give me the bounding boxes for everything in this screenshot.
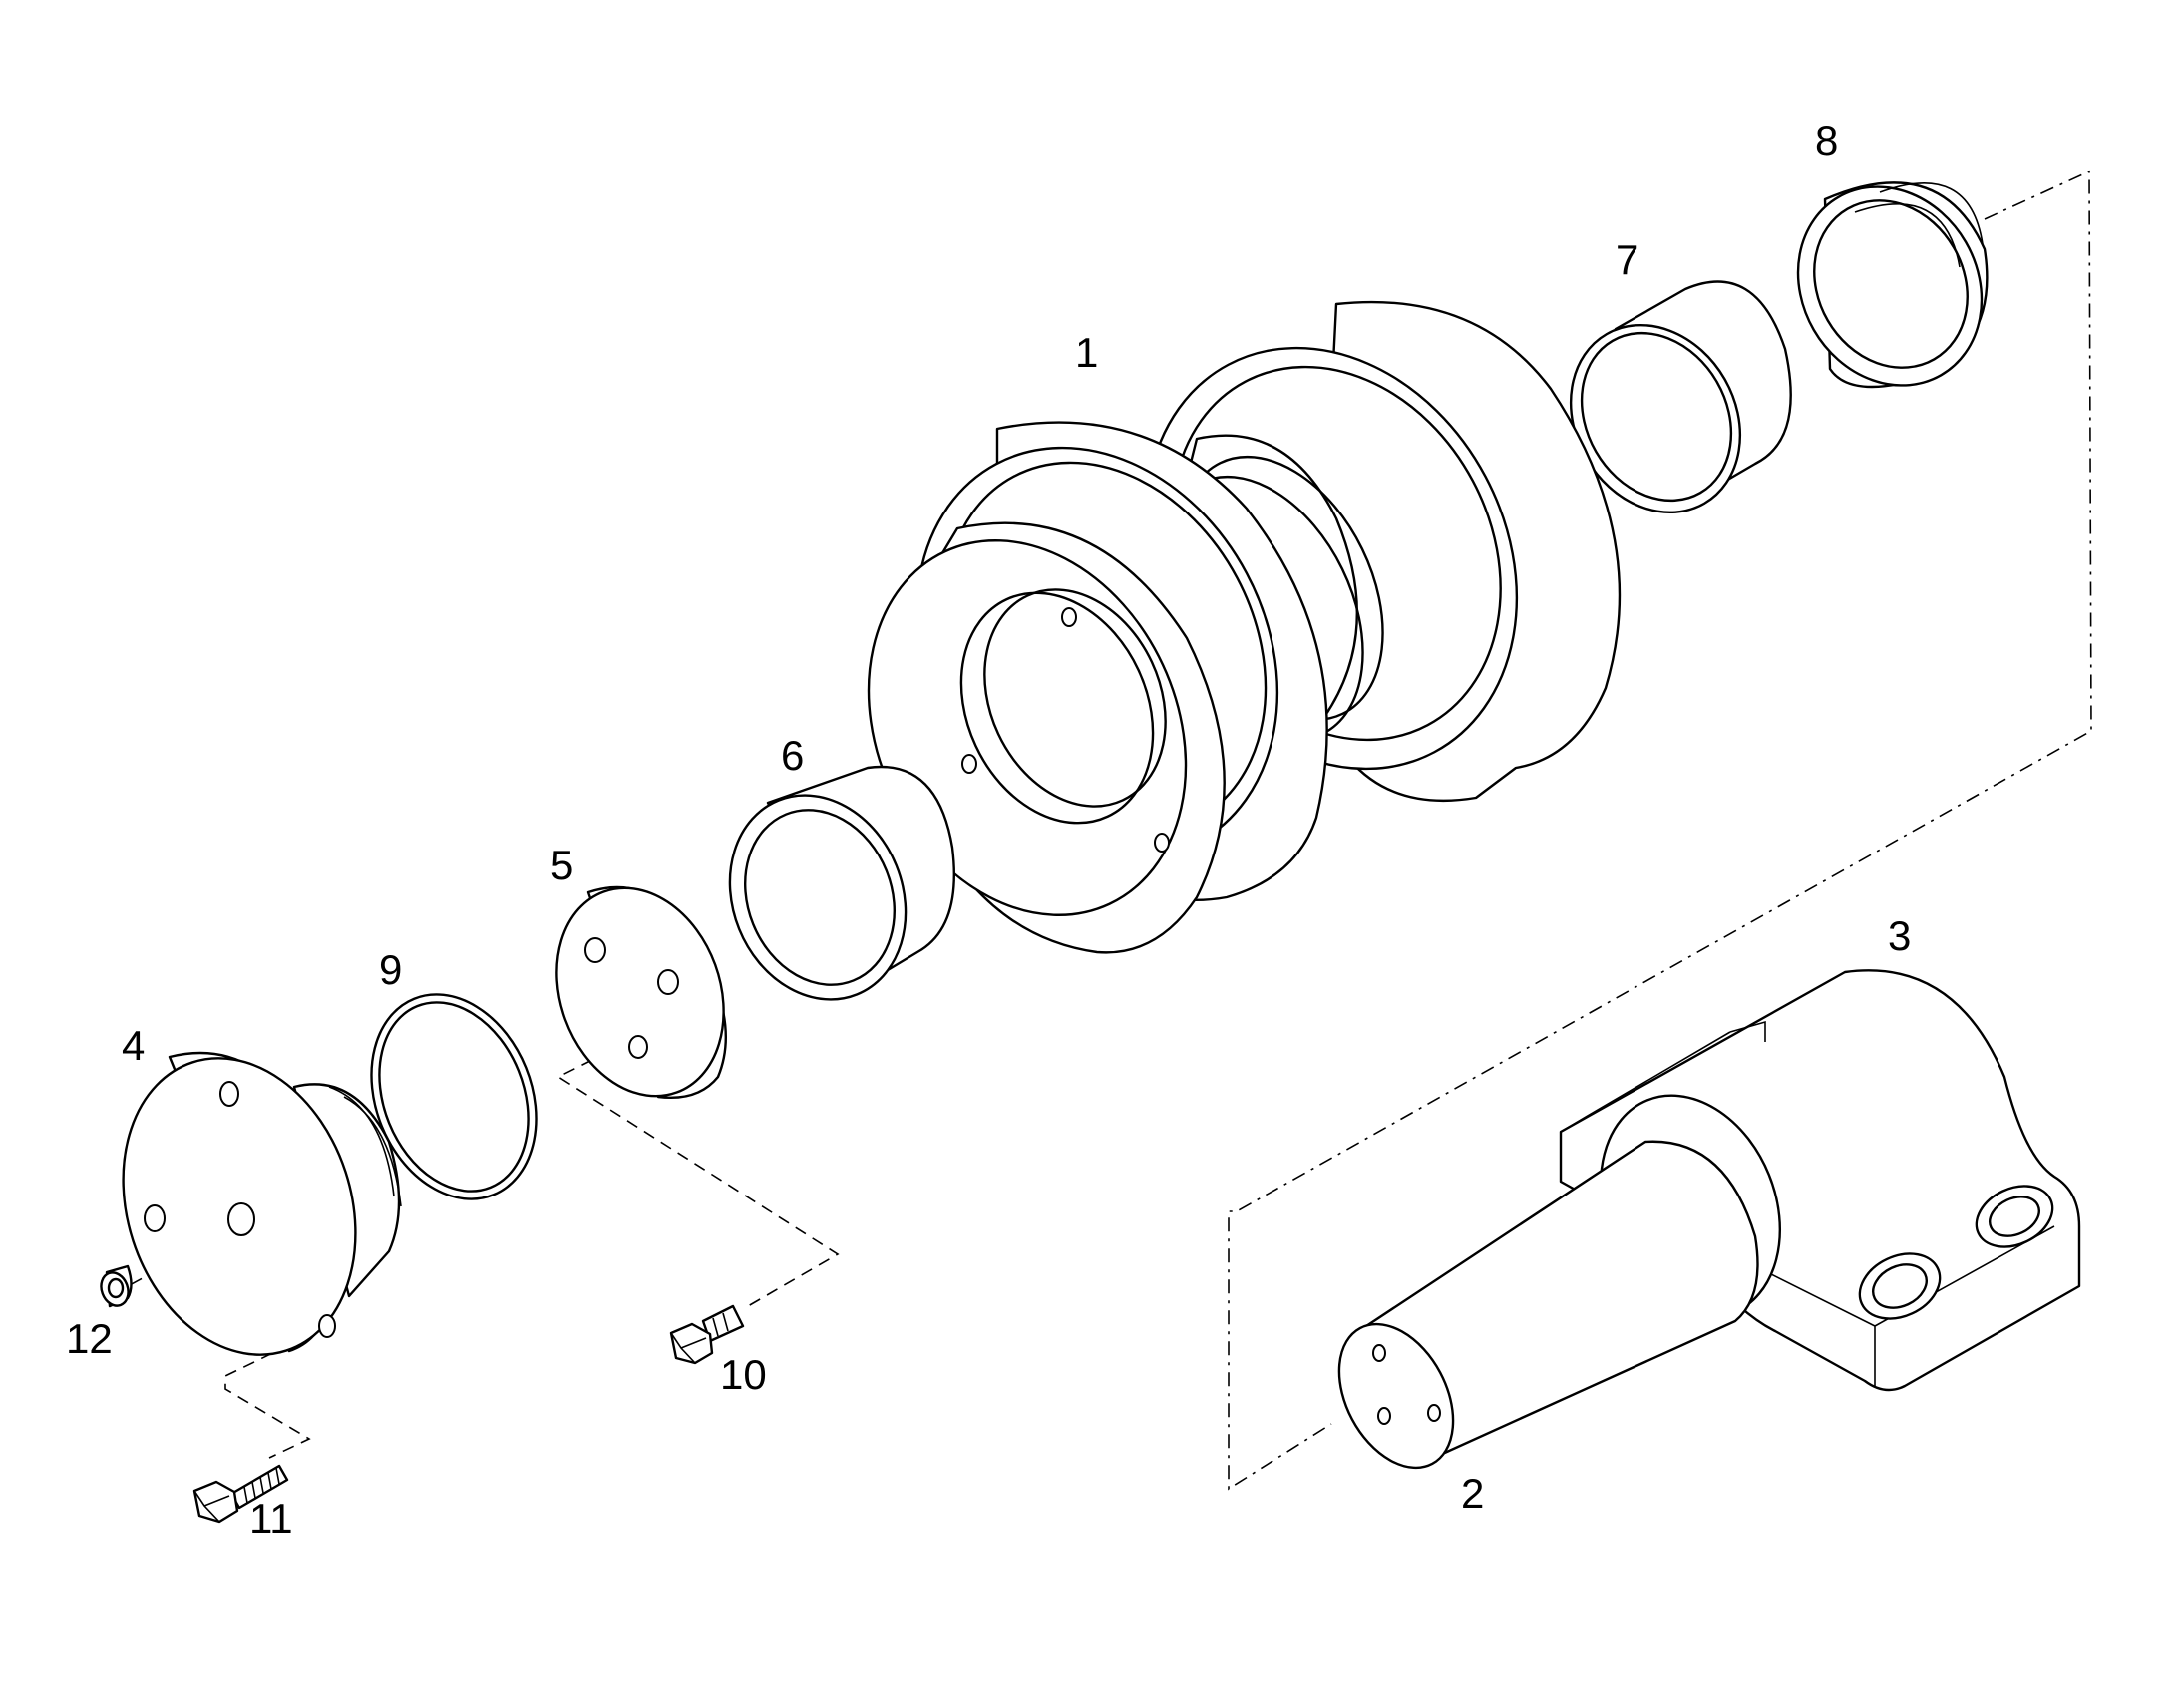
leader-line-4-to-11: [224, 1326, 327, 1459]
end-cap-4: [122, 1051, 402, 1356]
callout-1: 1: [1075, 329, 1098, 376]
callout-6: 6: [781, 732, 804, 779]
bolt-11: [192, 1464, 289, 1524]
callout-12: 12: [66, 1315, 113, 1362]
callouts: 1 2 3 4 5 6 7 8 9 10 11 12: [66, 117, 1911, 1541]
shaft-2: [1337, 1140, 1759, 1470]
callout-11: 11: [249, 1495, 293, 1541]
seal-ring-8: [1796, 181, 1989, 389]
bolt-10: [669, 1304, 745, 1365]
roller-body-1: [867, 300, 1622, 954]
callout-5: 5: [550, 842, 573, 888]
leader-line-5-to-10: [556, 1041, 840, 1307]
o-ring-9: [370, 993, 538, 1200]
callout-2: 2: [1461, 1470, 1484, 1517]
plate-5: [555, 885, 728, 1099]
callout-8: 8: [1815, 117, 1838, 164]
bushing-6: [728, 765, 956, 1001]
plug-12: [100, 1264, 133, 1308]
assembly-leader-lines: [127, 170, 2092, 1491]
callout-3: 3: [1888, 912, 1911, 959]
callout-10: 10: [720, 1351, 767, 1398]
callout-9: 9: [379, 946, 402, 993]
callout-7: 7: [1616, 236, 1638, 283]
callout-4: 4: [122, 1022, 145, 1069]
bushing-7: [1569, 280, 1792, 514]
leader-line-8-to-shaft: [1228, 170, 2092, 1491]
